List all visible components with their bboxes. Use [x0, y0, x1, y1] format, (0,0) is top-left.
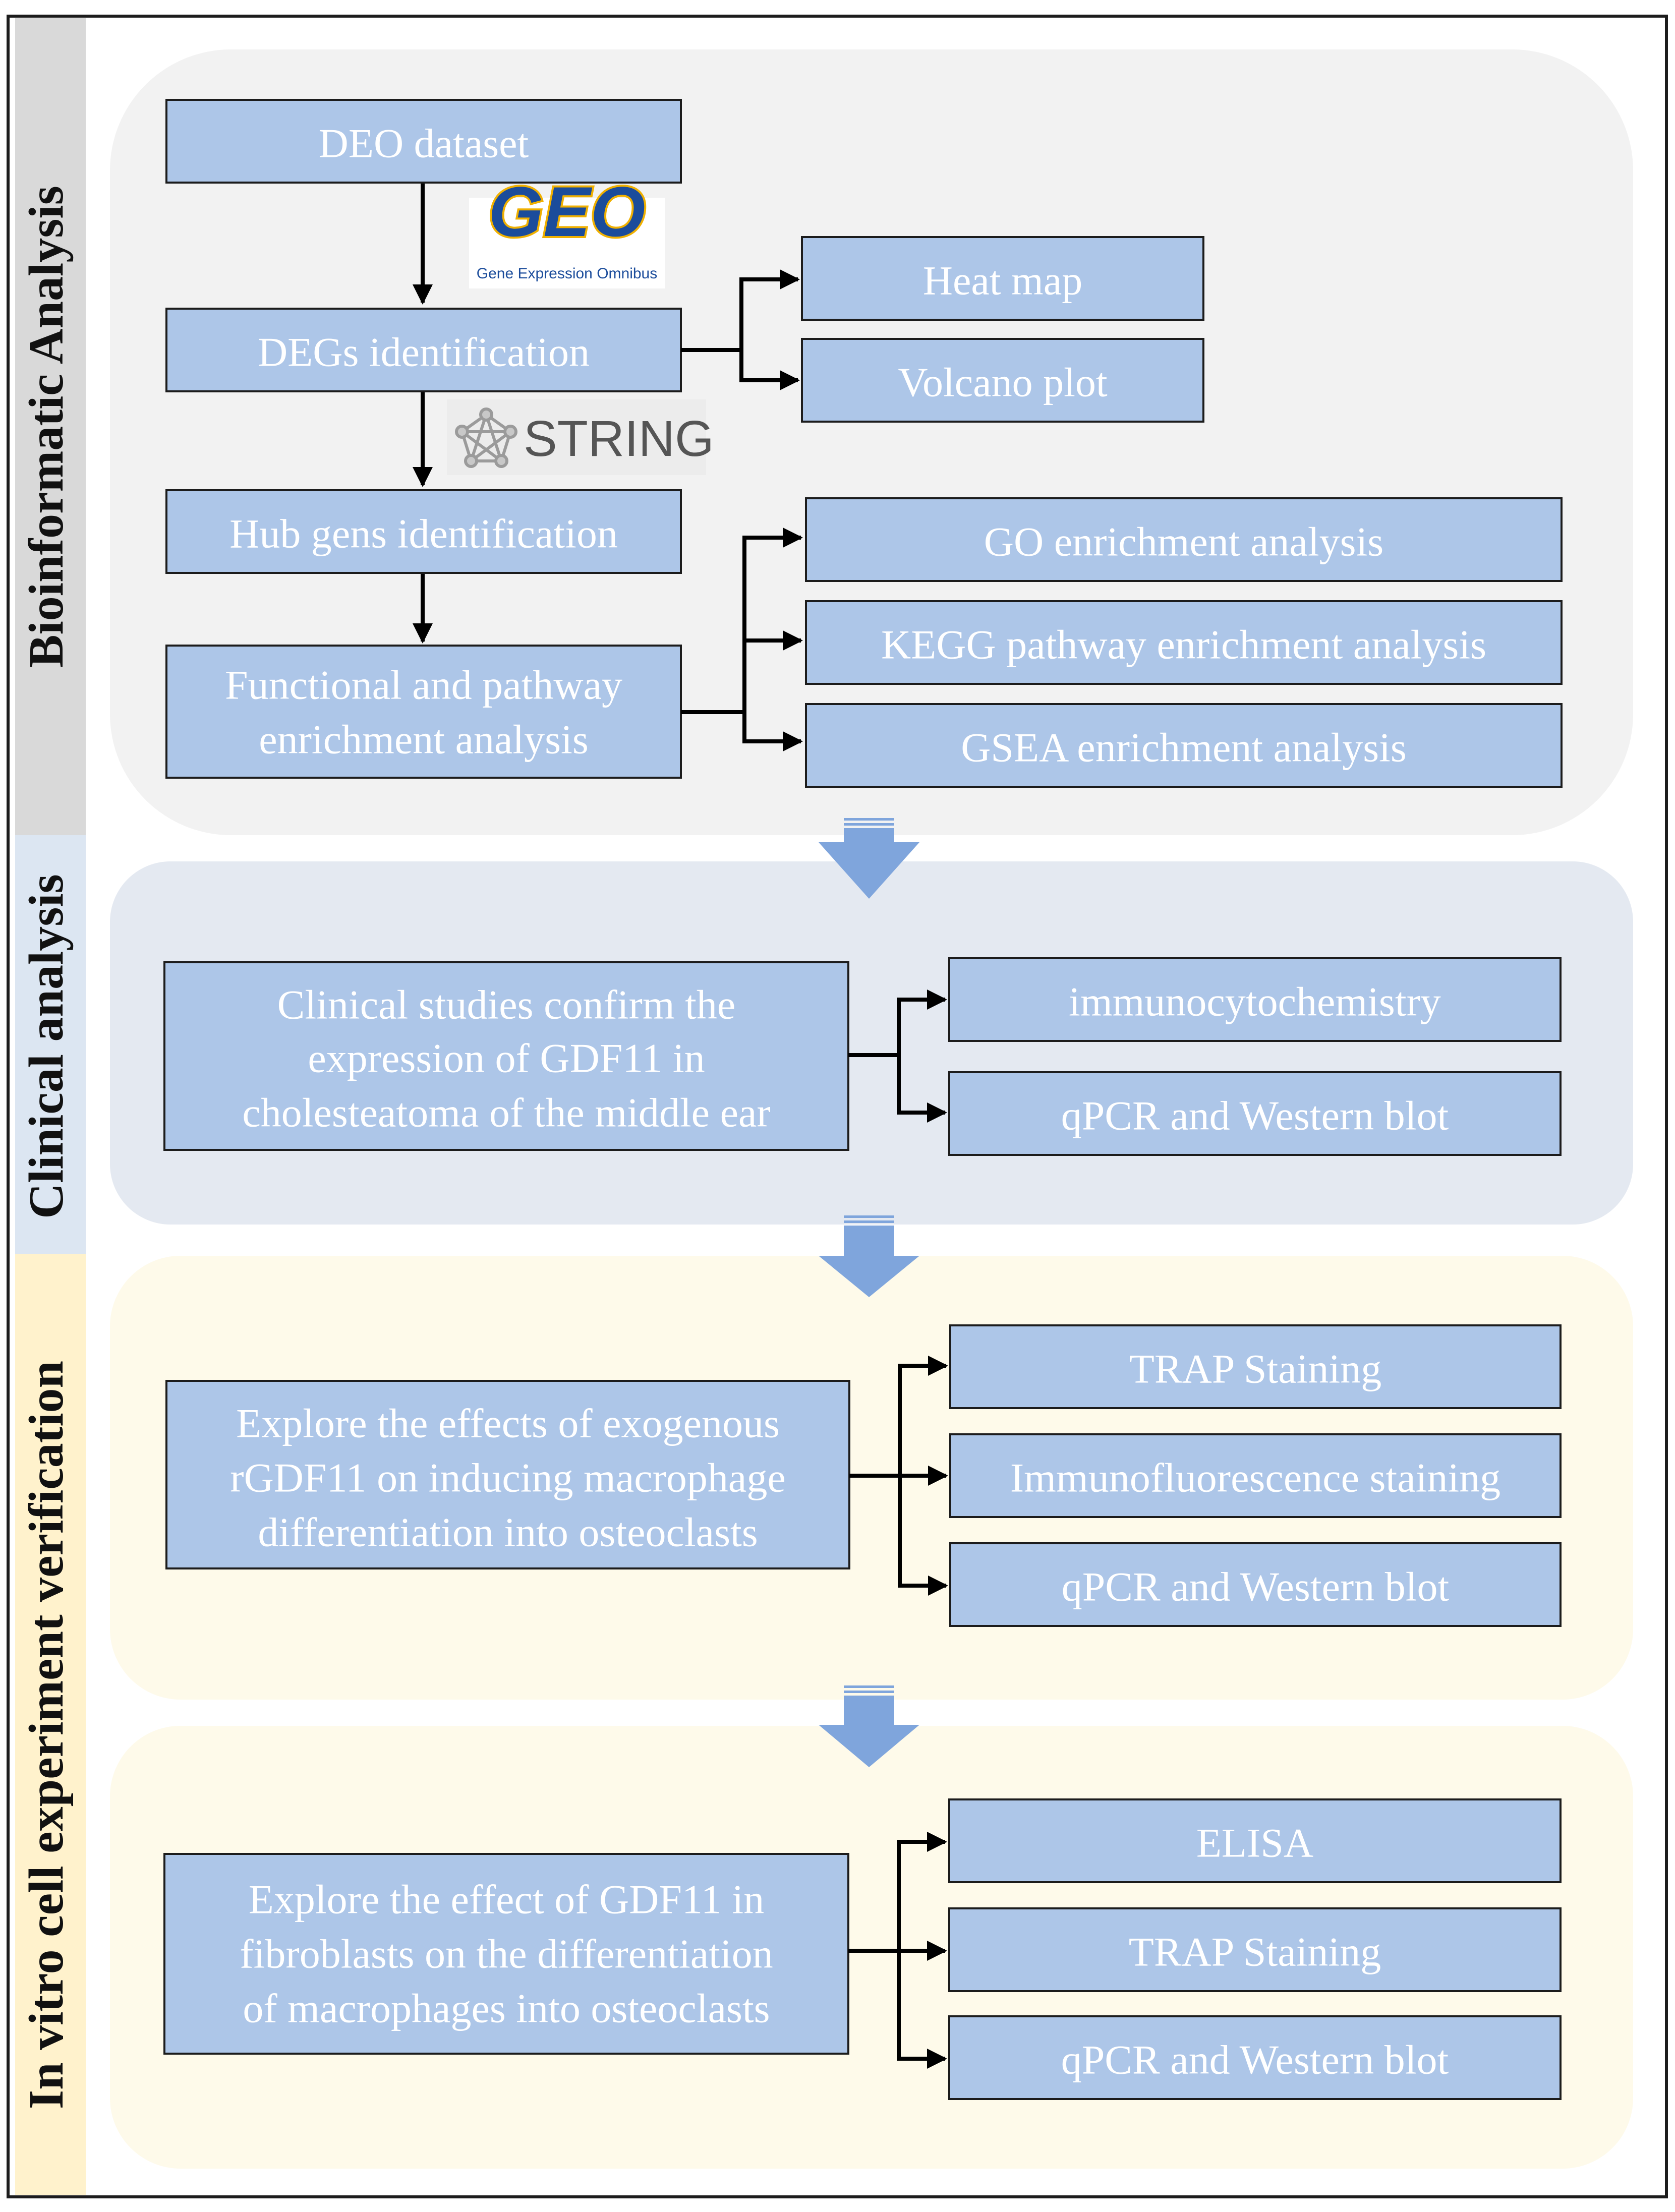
down-arrow-icon [819, 818, 919, 899]
network-icon [455, 408, 517, 468]
geo-logo: GEO Gene Expression Omnibus [469, 170, 665, 288]
svg-text:differentiation into osteoclas: differentiation into osteoclasts [258, 1509, 758, 1555]
section-label-clinical: Clinical analysis [19, 874, 74, 1218]
box-invitro1-qpcr-western: qPCR and Western blot [949, 1542, 1562, 1627]
branch-invitro-2 [848, 1832, 947, 2069]
svg-text:GEO: GEO [488, 172, 645, 251]
svg-text:STRING: STRING [524, 411, 714, 467]
svg-text:of macrophages into osteoclast: of macrophages into osteoclasts [243, 1986, 770, 2031]
svg-text:Explore the effect of GDF11 in: Explore the effect of GDF11 in [249, 1877, 764, 1923]
svg-text:Hub gens identification: Hub gens identification [229, 511, 618, 557]
svg-text:Volcano plot: Volcano plot [898, 360, 1108, 405]
svg-text:GSEA enrichment analysis: GSEA enrichment analysis [961, 725, 1407, 771]
box-kegg-enrichment: KEGG pathway enrichment analysis [805, 600, 1563, 685]
svg-text:fibroblasts on the differentia: fibroblasts on the differentiation [240, 1931, 773, 1977]
section-label-bioinformatic: Bioinformatic Analysis [19, 186, 74, 668]
box-hub-genes-identification: Hub gens identification [165, 489, 682, 574]
down-arrow-icon [819, 1215, 919, 1297]
svg-text:qPCR and Western blot: qPCR and Western blot [1061, 2037, 1449, 2083]
svg-text:KEGG pathway enrichment analys: KEGG pathway enrichment analysis [881, 622, 1486, 668]
svg-text:cholesteatoma of the middle ea: cholesteatoma of the middle ear [242, 1090, 770, 1136]
string-logo: STRING [447, 399, 714, 475]
box-gsea-enrichment: GSEA enrichment analysis [805, 703, 1563, 788]
svg-text:immunocytochemistry: immunocytochemistry [1069, 979, 1441, 1025]
svg-text:rGDF11 on inducing macrophage: rGDF11 on inducing macrophage [230, 1455, 785, 1501]
box-deo-dataset: DEO dataset [165, 99, 682, 184]
box-immunofluorescence-staining: Immunofluorescence staining [949, 1433, 1562, 1518]
svg-text:Gene Expression Omnibus: Gene Expression Omnibus [477, 265, 658, 282]
box-invitro2-trap-staining: TRAP Staining [948, 1907, 1562, 1992]
band-invitro [15, 1254, 86, 2195]
box-explore-gdf11-fibroblasts: Explore the effect of GDF11 in fibroblas… [163, 1853, 849, 2055]
svg-text:Heat map: Heat map [923, 258, 1082, 304]
branch-functional [681, 528, 803, 751]
svg-text:DEO dataset: DEO dataset [319, 121, 529, 166]
box-clinical-qpcr-western: qPCR and Western blot [948, 1071, 1562, 1156]
section-label-invitro: In vitro cell experiment verification [19, 1361, 74, 2109]
svg-text:Clinical studies confirm the: Clinical studies confirm the [277, 982, 736, 1028]
svg-text:ELISA: ELISA [1196, 1820, 1313, 1866]
box-volcano-plot: Volcano plot [801, 338, 1204, 423]
box-functional-pathway: Functional and pathway enrichment analys… [165, 645, 682, 779]
branch-degs [681, 269, 800, 390]
box-elisa: ELISA [948, 1798, 1562, 1883]
box-heat-map: Heat map [801, 236, 1204, 321]
band-bioinformatic [15, 18, 86, 835]
box-invitro1-trap-staining: TRAP Staining [949, 1324, 1562, 1409]
svg-text:TRAP Staining: TRAP Staining [1129, 1929, 1381, 1975]
svg-text:expression of GDF11 in: expression of GDF11 in [308, 1035, 705, 1081]
box-explore-exogenous-rgdf11: Explore the effects of exogenous rGDF11 … [165, 1380, 850, 1569]
branch-clinical [848, 989, 947, 1123]
svg-text:DEGs identification: DEGs identification [258, 329, 590, 375]
band-clinical [15, 835, 86, 1254]
svg-text:Immunofluorescence staining: Immunofluorescence staining [1010, 1455, 1500, 1501]
box-invitro2-qpcr-western: qPCR and Western blot [948, 2015, 1562, 2100]
svg-text:GO enrichment analysis: GO enrichment analysis [984, 519, 1383, 565]
svg-text:Explore the effects of exogeno: Explore the effects of exogenous [236, 1401, 780, 1446]
svg-text:qPCR and Western blot: qPCR and Western blot [1061, 1093, 1449, 1139]
svg-text:qPCR and Western blot: qPCR and Western blot [1062, 1564, 1450, 1610]
box-go-enrichment: GO enrichment analysis [805, 497, 1563, 582]
svg-text:TRAP Staining: TRAP Staining [1129, 1346, 1381, 1392]
box-immunocytochemistry: immunocytochemistry [948, 957, 1562, 1042]
down-arrow-icon [819, 1685, 919, 1767]
box-clinical-studies: Clinical studies confirm the expression … [163, 961, 849, 1151]
box-degs-identification: DEGs identification [165, 308, 682, 392]
svg-text:Functional and pathway: Functional and pathway [225, 662, 622, 708]
branch-invitro-1 [849, 1356, 948, 1596]
svg-text:enrichment analysis: enrichment analysis [259, 717, 589, 763]
